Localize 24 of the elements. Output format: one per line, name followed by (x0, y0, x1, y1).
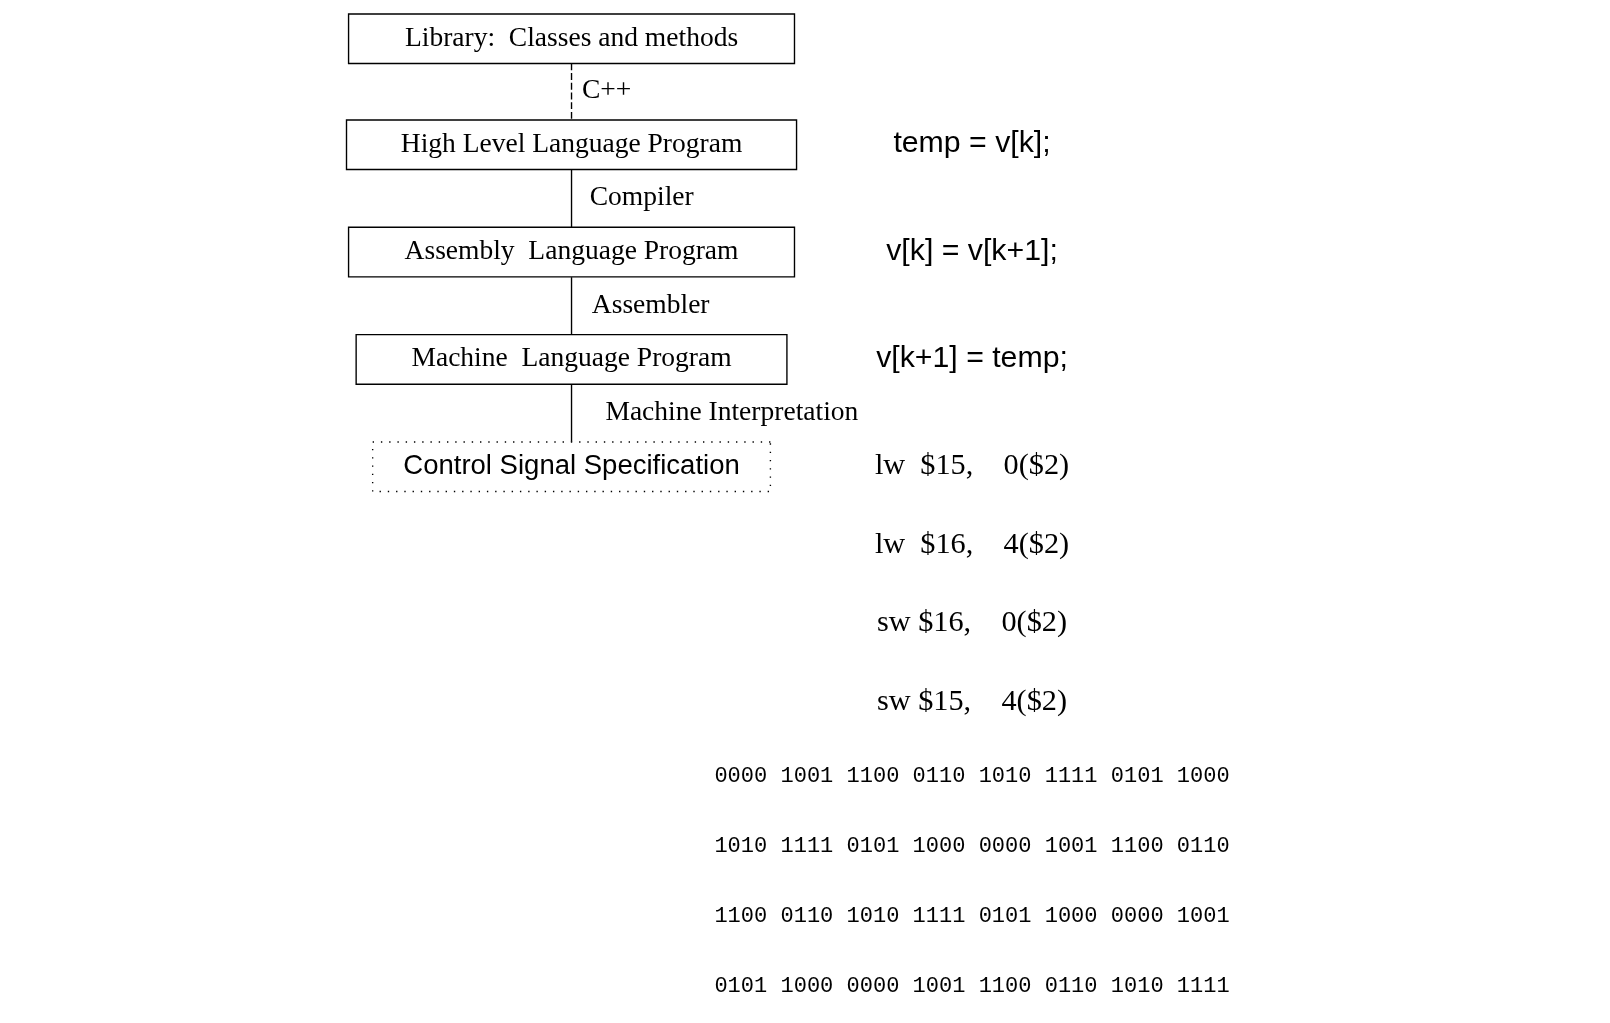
connector (570, 62, 572, 121)
connector (570, 383, 572, 443)
label: 1100 0110 1010 1111 0101 1000 0000 1001 (713, 904, 1230, 930)
label: 1010 1111 0101 1000 0000 1001 1100 0110 (713, 833, 1230, 859)
label: temp = v[k]; (892, 125, 1051, 159)
node-box: Library: Classes and methods (347, 13, 795, 65)
label: sw $15, 4($2) (876, 682, 1067, 717)
edge-label: Compiler (589, 180, 694, 212)
edge-label: Machine Interpretation (604, 394, 858, 426)
edge-label: C++ (581, 72, 631, 104)
label: 0000 1001 1100 0110 1010 1111 0101 1000 (713, 763, 1230, 789)
label: v[k+1] = temp; (875, 340, 1068, 374)
node-box: Assembly Language Program (347, 226, 795, 278)
label: 0101 1000 0000 1001 1100 0110 1010 1111 (713, 974, 1230, 1000)
connector (570, 169, 572, 228)
label: sw $16, 0($2) (876, 604, 1067, 639)
label: lw $15, 0($2) (874, 447, 1069, 482)
label: v[k] = v[k+1]; (885, 232, 1058, 266)
node-box: Machine Language Program (354, 333, 788, 385)
node-box: High Level Language Program (345, 119, 797, 171)
edge-label: Assembler (591, 287, 710, 319)
node-box: Control Signal Specification (371, 441, 771, 493)
label: lw $16, 4($2) (874, 525, 1069, 560)
connector (570, 276, 572, 336)
